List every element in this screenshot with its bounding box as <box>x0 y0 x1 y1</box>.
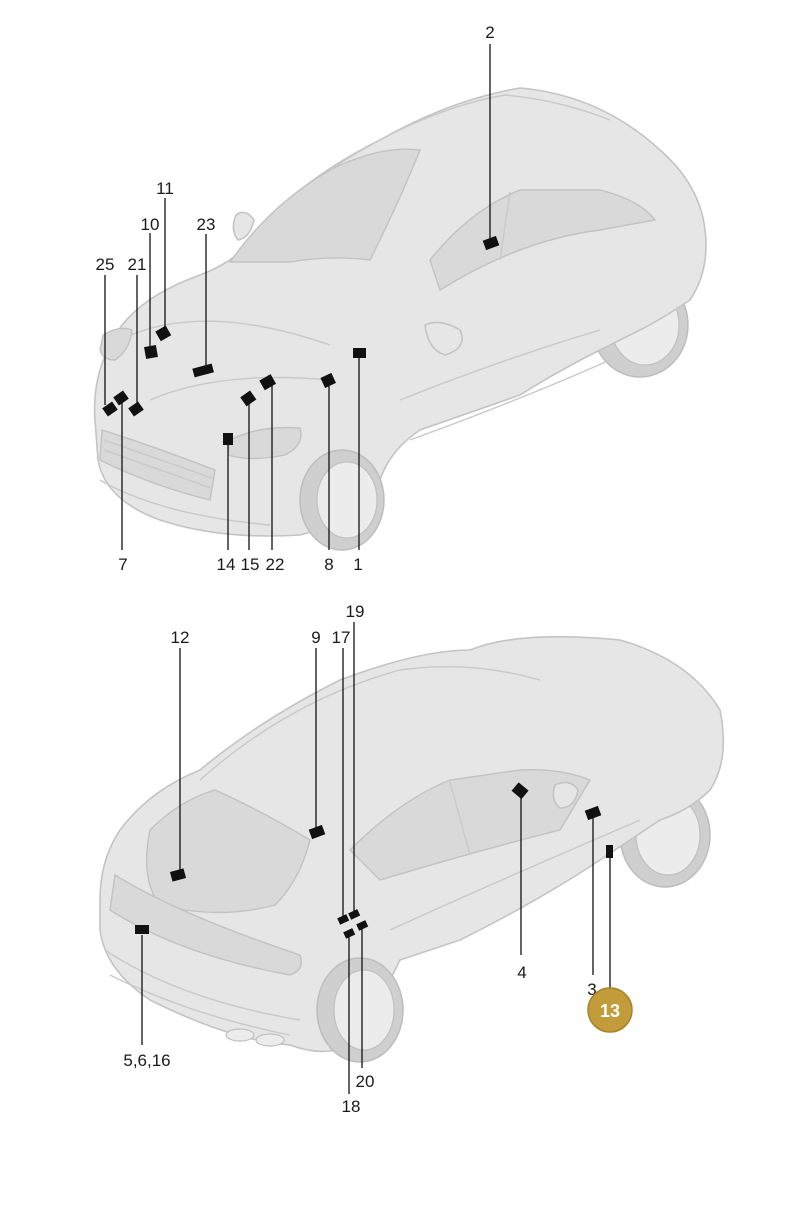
rear-car-illustration <box>99 635 725 1063</box>
callout-9: 9 <box>311 628 320 647</box>
callout-25: 25 <box>96 255 115 274</box>
callout-21: 21 <box>128 255 147 274</box>
callout-1: 1 <box>353 555 362 574</box>
callout-19: 19 <box>346 602 365 621</box>
front-callouts: 2 11 10 23 25 21 7 14 15 <box>96 23 500 574</box>
rear-callouts: 12 9 17 19 4 3 13 5,6,16 <box>123 602 633 1116</box>
callout-10: 10 <box>141 215 160 234</box>
callout-2: 2 <box>485 23 494 42</box>
callout-22: 22 <box>266 555 285 574</box>
callout-18: 18 <box>342 1097 361 1116</box>
callout-17: 17 <box>332 628 351 647</box>
callout-23: 23 <box>197 215 216 234</box>
callout-15: 15 <box>241 555 260 574</box>
callout-13: 13 <box>600 1001 620 1021</box>
callout-11: 11 <box>156 179 174 198</box>
callout-5-6-16: 5,6,16 <box>123 1051 170 1070</box>
callout-7: 7 <box>118 555 127 574</box>
callout-13-badge[interactable]: 13 <box>587 987 633 1033</box>
callout-3: 3 <box>587 980 596 999</box>
callout-20: 20 <box>356 1072 375 1091</box>
callout-14: 14 <box>217 555 236 574</box>
callout-4: 4 <box>517 963 526 982</box>
front-car-illustration <box>93 87 707 551</box>
callout-8: 8 <box>324 555 333 574</box>
callout-12: 12 <box>171 628 190 647</box>
